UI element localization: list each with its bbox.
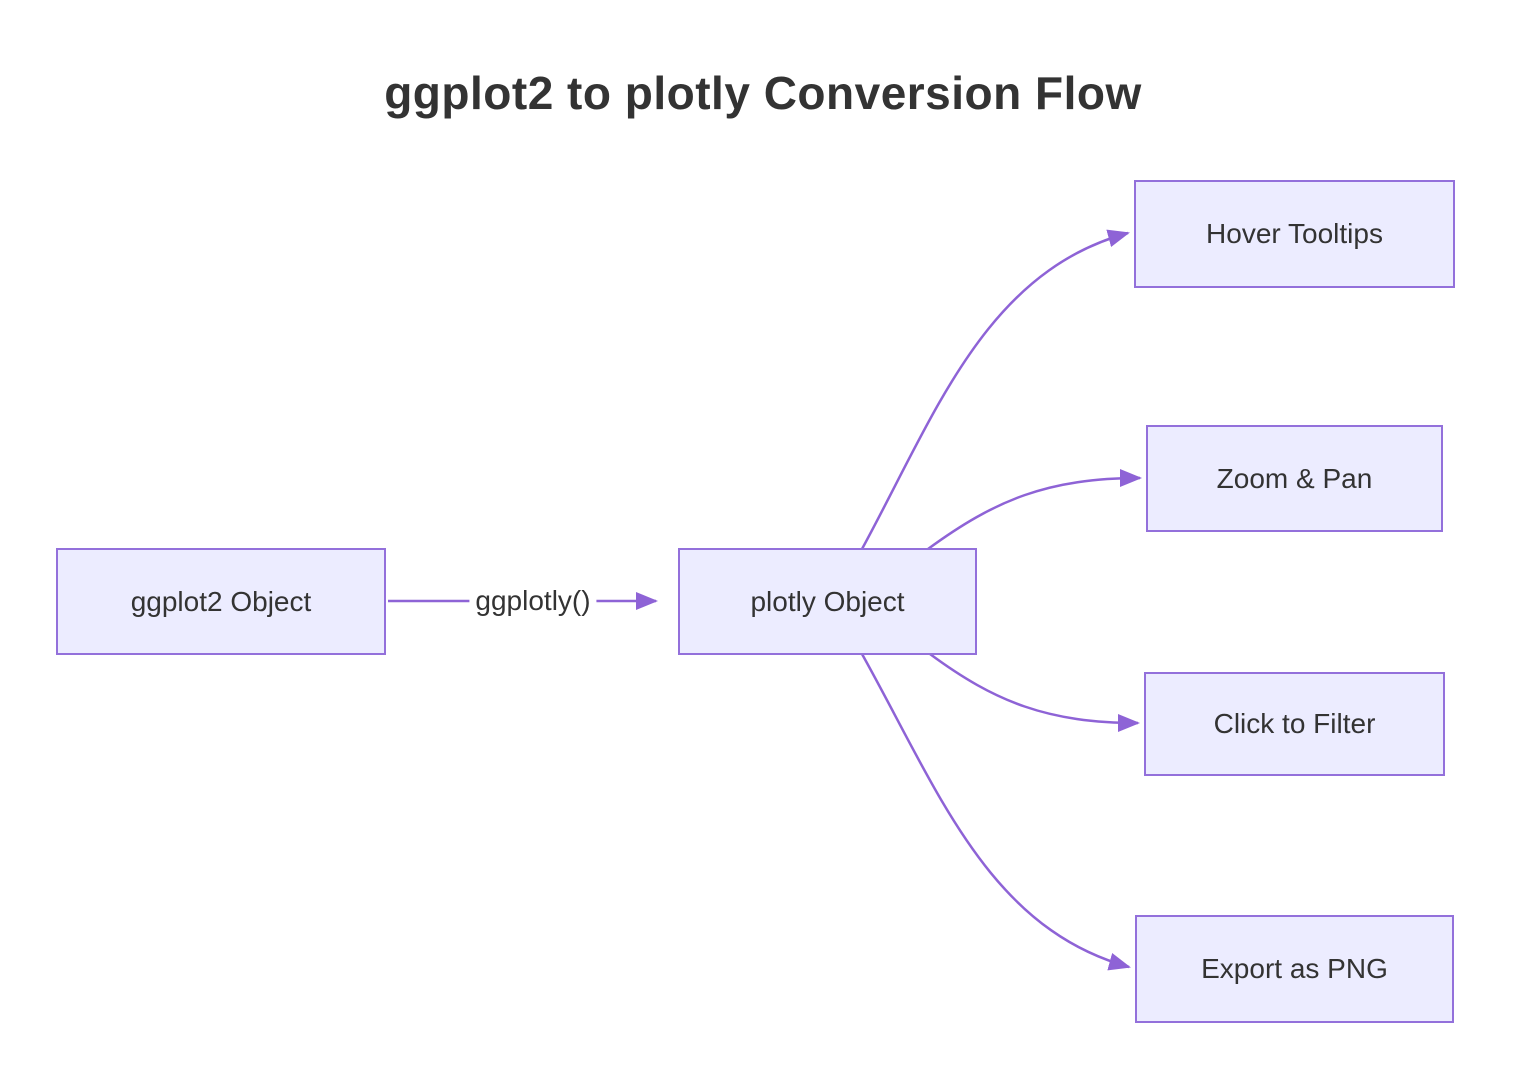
node-label: Hover Tooltips	[1206, 218, 1383, 249]
node-label: Export as PNG	[1201, 953, 1388, 984]
edge-label-ggplotly: ggplotly()	[469, 583, 597, 619]
diagram-title: ggplot2 to plotly Conversion Flow	[384, 67, 1142, 119]
node-hover-tooltips: Hover Tooltips	[1134, 180, 1455, 288]
node-plotly-object: plotly Object	[678, 548, 977, 655]
node-export-as-png: Export as PNG	[1135, 915, 1454, 1023]
edge-plotly-to-export-png	[860, 653, 1131, 971]
node-label: Zoom & Pan	[1216, 462, 1373, 494]
node-label: Click to Filter	[1213, 708, 1376, 739]
node-label: ggplot2 Object	[130, 585, 312, 617]
node-zoom-pan: Zoom & Pan	[1146, 425, 1443, 532]
node-label: plotly Object	[750, 585, 905, 617]
node-click-to-filter: Click to Filter	[1144, 672, 1445, 776]
edge-plotly-to-click-filter	[929, 652, 1140, 732]
node-ggplot2-object: ggplot2 Object	[56, 548, 386, 655]
edge-plotly-to-zoom-pan	[927, 469, 1142, 551]
edge-plotly-to-hover-tooltips	[860, 229, 1130, 550]
